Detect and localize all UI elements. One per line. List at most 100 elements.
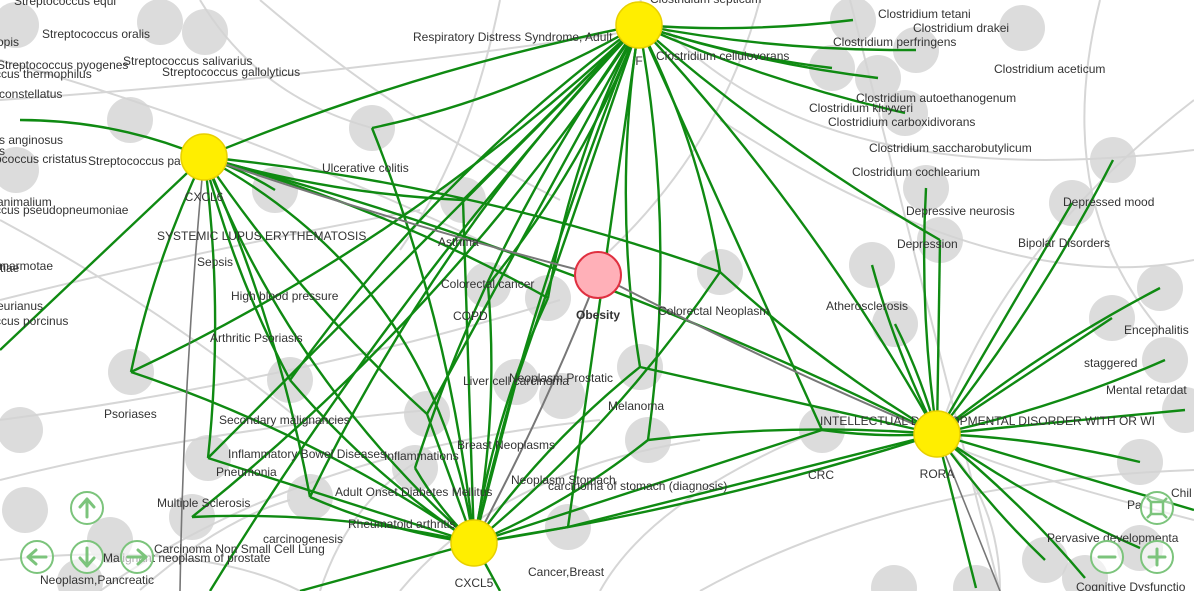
node-label: ctiae xyxy=(0,261,20,275)
background-edge xyxy=(939,99,1194,431)
node-label: Depressive neurosis xyxy=(906,204,1015,218)
node-label: animalium xyxy=(0,195,52,209)
fit-screen-icon xyxy=(1146,497,1168,519)
fit-to-screen-button[interactable] xyxy=(1140,491,1174,525)
background-node[interactable] xyxy=(999,5,1045,51)
background-edge xyxy=(99,419,601,591)
arrow-left-icon xyxy=(26,548,48,566)
background-node[interactable] xyxy=(2,487,48,533)
node-label: Clostridium perfringens xyxy=(833,35,956,49)
node-label: Adult Onset Diabetes Mellitus xyxy=(335,485,492,499)
highlighted-edge xyxy=(936,432,1141,464)
node-label: staggered xyxy=(1084,356,1137,370)
node-label: Melanoma xyxy=(608,399,664,413)
highlighted-edge xyxy=(370,127,476,544)
highlighted-edge xyxy=(207,24,640,459)
background-edge xyxy=(0,29,641,101)
highlighted-edge xyxy=(936,358,1166,436)
node-label: Clostridium saccharobutylicum xyxy=(869,141,1032,155)
highlighted-edge xyxy=(461,199,476,544)
highlighted-edge xyxy=(936,316,1113,436)
highlighted-edge xyxy=(639,365,938,436)
node-label: Neoplasm Prostatic xyxy=(509,371,613,385)
zoom-out-button[interactable] xyxy=(1090,540,1124,574)
highlighted-edge xyxy=(413,24,640,469)
obesity-node[interactable] xyxy=(574,251,622,299)
background-node[interactable] xyxy=(107,97,153,143)
highlighted-edge xyxy=(922,187,939,435)
node-label: Clostridium cellulovorans xyxy=(656,49,789,63)
node-label: Colorectal Neoplasm xyxy=(658,304,769,318)
hub-node[interactable] xyxy=(615,1,663,49)
node-label: ccus thermophilus xyxy=(0,67,92,81)
node-label: Respiratory Distress Syndrome, Adult xyxy=(413,30,613,44)
highlighted-edge xyxy=(546,24,641,299)
highlighted-edge xyxy=(473,366,641,544)
background-edge xyxy=(639,0,1194,161)
highlighted-edge xyxy=(597,274,938,435)
highlighted-edge xyxy=(289,24,640,381)
highlighted-edges xyxy=(0,18,1194,591)
node-label: Clostridium cochlearium xyxy=(852,165,980,179)
node-label: Arthritic Psoriasis xyxy=(210,331,303,345)
node-label: marmotae xyxy=(0,259,53,273)
node-label: Psoriases xyxy=(104,407,157,421)
background-node[interactable] xyxy=(0,2,39,48)
node-label: Neoplasm Stomach xyxy=(511,473,616,487)
highlighted-edge xyxy=(208,24,640,591)
hub-node[interactable] xyxy=(180,133,228,181)
node-label: High blood pressure xyxy=(231,289,339,303)
background-node[interactable] xyxy=(953,565,999,591)
node-label: CRC xyxy=(808,468,834,482)
background-edge xyxy=(0,209,421,301)
background-edge xyxy=(599,0,761,261)
node-label: Clostridium aceticum xyxy=(994,62,1105,76)
arrow-right-icon xyxy=(126,548,148,566)
node-label: Ulcerative colitis xyxy=(322,161,409,175)
background-node[interactable] xyxy=(871,565,917,591)
node-label: Rheumatoid arthritis xyxy=(348,517,455,531)
background-node[interactable] xyxy=(0,407,43,453)
highlighted-edge xyxy=(637,24,824,431)
highlighted-edge xyxy=(637,24,662,441)
node-label: ccus porcinus xyxy=(0,314,68,328)
background-node[interactable] xyxy=(0,147,39,193)
pan-up-button[interactable] xyxy=(70,491,104,525)
node-label: Inflammatory Bowel Diseases xyxy=(228,447,386,461)
background-edge xyxy=(719,119,1194,269)
highlighted-edge xyxy=(638,24,941,242)
node-label: Pervasive developmenta xyxy=(1047,531,1179,545)
node-label: Atherosclerosis xyxy=(826,299,908,313)
node-label: carcinogenesis xyxy=(263,532,343,546)
zoom-in-button[interactable] xyxy=(1140,540,1174,574)
node-label: Streptococcus equi xyxy=(14,0,116,8)
pan-down-button[interactable] xyxy=(70,540,104,574)
background-node[interactable] xyxy=(830,0,876,43)
highlighted-edge xyxy=(473,428,823,545)
node-label: Clostridium drakei xyxy=(913,21,1009,35)
highlighted-edge xyxy=(719,271,938,436)
node-label: COPD xyxy=(453,309,488,323)
background-node[interactable] xyxy=(182,9,228,55)
highlighted-edge xyxy=(179,156,205,591)
node-label: constellatus xyxy=(0,87,62,101)
pan-left-button[interactable] xyxy=(20,540,54,574)
highlighted-edge xyxy=(203,155,476,544)
node-label: Encephalitis xyxy=(1124,323,1189,337)
highlighted-edge xyxy=(130,370,475,544)
highlighted-edge xyxy=(936,286,1161,435)
highlighted-edge xyxy=(638,23,917,52)
highlighted-edge xyxy=(299,541,475,591)
hub-node[interactable] xyxy=(913,410,961,458)
background-node[interactable] xyxy=(539,373,585,419)
hub-node[interactable] xyxy=(450,519,498,567)
pan-right-button[interactable] xyxy=(120,540,154,574)
obesity-label: Obesity xyxy=(576,308,620,322)
node-label: Clostridium carboxidivorans xyxy=(828,115,975,129)
node-label: Depressed mood xyxy=(1063,195,1154,209)
background-node[interactable] xyxy=(137,0,183,45)
hub-label: F xyxy=(635,54,642,68)
node-label: Cognitive Dysfunctio xyxy=(1076,580,1186,591)
